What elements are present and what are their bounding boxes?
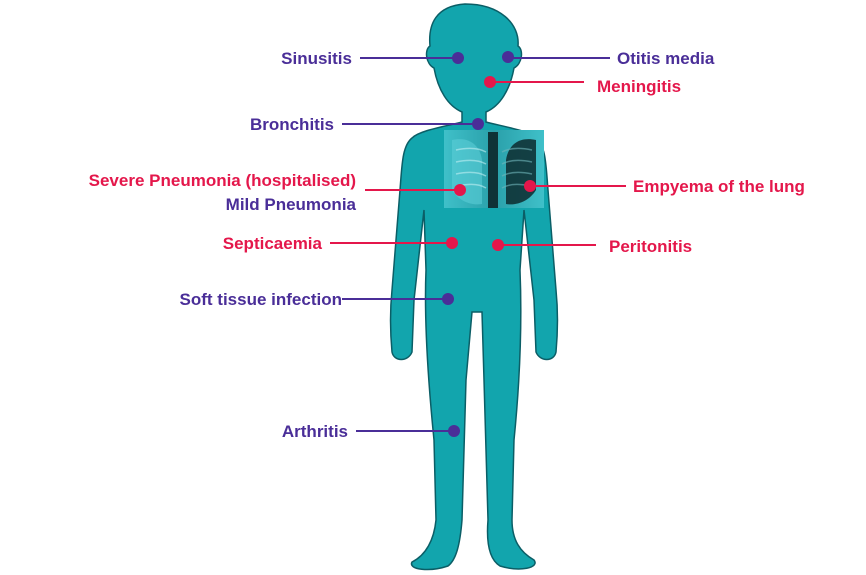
- label-otitis-media: Otitis media: [617, 49, 715, 68]
- pneumonia-dot: [454, 184, 466, 196]
- arthritis-dot: [448, 425, 460, 437]
- meningitis-dot: [484, 76, 496, 88]
- label-soft-tissue: Soft tissue infection: [180, 290, 342, 309]
- septicaemia-dot: [446, 237, 458, 249]
- label-mild-pneumonia: Mild Pneumonia: [226, 195, 357, 214]
- peritonitis-dot: [492, 239, 504, 251]
- bronchitis-dot: [472, 118, 484, 130]
- soft-tissue-dot: [442, 293, 454, 305]
- label-bronchitis: Bronchitis: [250, 115, 334, 134]
- label-severe-pneumonia: Severe Pneumonia (hospitalised): [89, 171, 356, 190]
- label-septicaemia: Septicaemia: [223, 234, 323, 253]
- label-empyema: Empyema of the lung: [633, 177, 805, 196]
- label-meningitis: Meningitis: [597, 77, 681, 96]
- sinusitis-dot: [452, 52, 464, 64]
- otitis-media-dot: [502, 51, 514, 63]
- label-sinusitis: Sinusitis: [281, 49, 352, 68]
- label-peritonitis: Peritonitis: [609, 237, 692, 256]
- empyema-dot: [524, 180, 536, 192]
- chest-xray-image: [444, 130, 544, 208]
- label-arthritis: Arthritis: [282, 422, 348, 441]
- child-body-silhouette: [391, 4, 558, 569]
